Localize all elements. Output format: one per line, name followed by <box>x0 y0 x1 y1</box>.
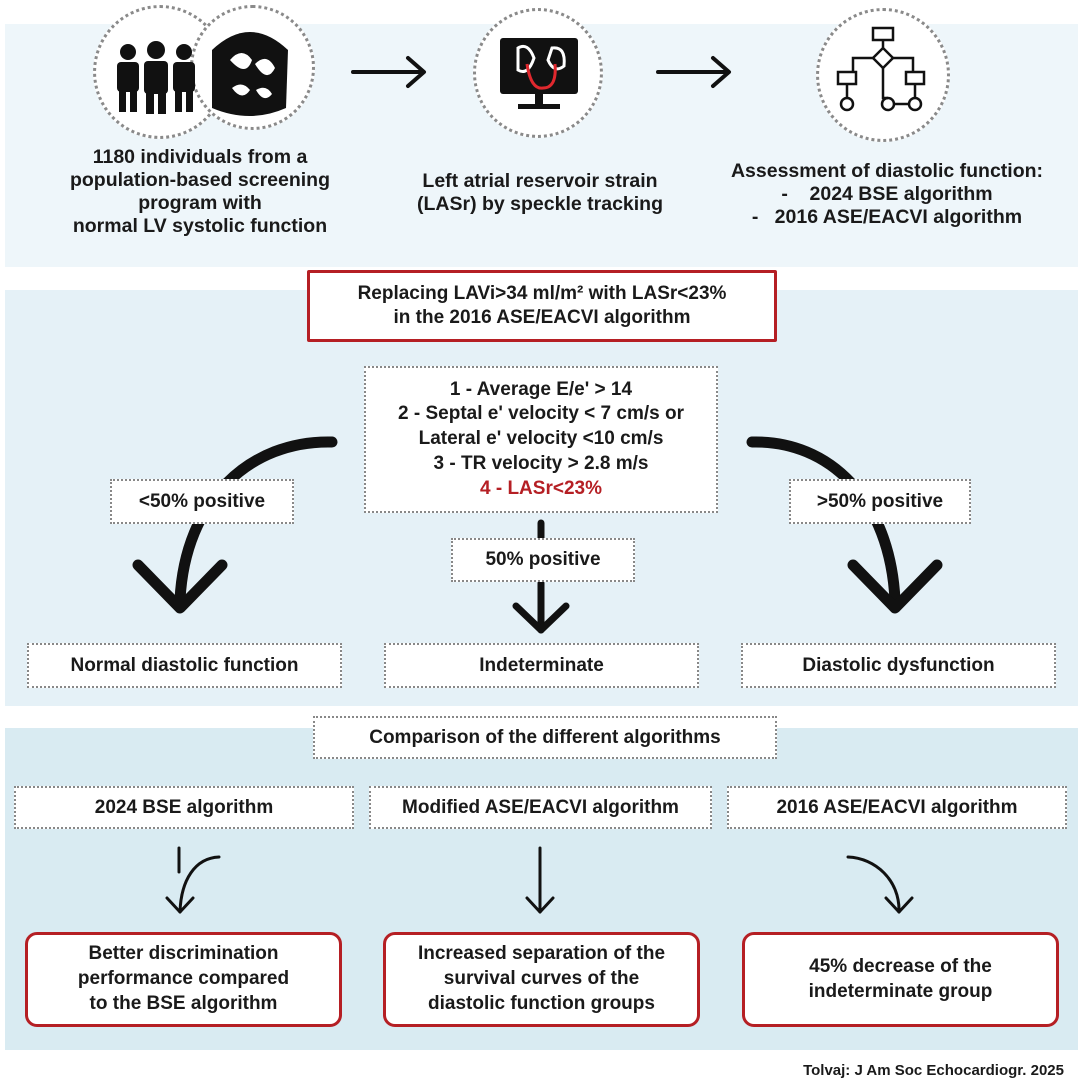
outcome-dysfunction: Diastolic dysfunction <box>741 643 1056 688</box>
outcome-normal: Normal diastolic function <box>27 643 342 688</box>
replacement-box: Replacing LAVi>34 ml/m² with LASr<23% in… <box>307 270 777 342</box>
comparison-title: Comparison of the different algorithms <box>313 716 777 759</box>
outcome-text: Diastolic dysfunction <box>802 654 995 676</box>
bullet: - <box>781 183 788 205</box>
result-line: Increased separation of the <box>417 943 666 965</box>
result-bse: Better discrimination performance compar… <box>25 932 342 1027</box>
assessment-text: Assessment of diastolic function: - 2024… <box>712 160 1062 229</box>
result-line: to the BSE algorithm <box>89 992 278 1014</box>
less-than-50-label: <50% positive <box>110 479 294 524</box>
algorithm-2016: 2016 ASE/EACVI algorithm <box>727 786 1067 829</box>
greater-than-50-label: >50% positive <box>789 479 971 524</box>
strain-monitor-icon-circle <box>473 8 603 138</box>
top-flow-arrows <box>351 56 731 88</box>
assessment-item: - 2016 ASE/EACVI algorithm <box>712 206 1062 229</box>
criterion-lasr: 4 - LASr<23% <box>480 477 602 499</box>
criterion: 3 - TR velocity > 2.8 m/s <box>433 452 649 474</box>
assessment-title: Assessment of diastolic function: <box>730 160 1044 182</box>
algorithm-text: Modified ASE/EACVI algorithm <box>402 796 679 818</box>
population-line: program with <box>138 192 262 214</box>
people-icon <box>117 41 195 114</box>
echo-sector-icon <box>212 32 288 116</box>
strain-line: (LASr) by speckle tracking <box>417 193 663 215</box>
result-line: indeterminate group <box>808 980 993 1002</box>
algorithm-text: 2016 ASE/EACVI algorithm <box>776 796 1018 818</box>
algorithm-text: 2024 BSE algorithm <box>94 796 274 818</box>
strain-line: Left atrial reservoir strain <box>422 170 658 192</box>
result-modified: Increased separation of the survival cur… <box>383 932 700 1027</box>
flowchart-icon <box>836 26 926 112</box>
monitor-icon <box>500 38 578 109</box>
result-line: performance compared <box>77 968 290 990</box>
strain-text: Left atrial reservoir strain (LASr) by s… <box>380 170 700 216</box>
assessment-item-label: 2024 BSE algorithm <box>809 183 993 205</box>
population-text: 1180 individuals from a population-based… <box>40 146 360 238</box>
center-arrow <box>512 519 570 634</box>
equal-50-label: 50% positive <box>451 538 635 582</box>
outcome-text: Indeterminate <box>479 654 604 676</box>
outcome-indeterminate: Indeterminate <box>384 643 699 688</box>
label-text: >50% positive <box>816 490 944 512</box>
criterion: Lateral e' velocity <10 cm/s <box>418 428 664 450</box>
citation: Tolvaj: J Am Soc Echocardiogr. 2025 <box>803 1062 1064 1079</box>
population-line: population-based screening <box>69 169 331 191</box>
assessment-item-label: 2016 ASE/EACVI algorithm <box>774 206 1023 228</box>
result-line: Better discrimination <box>88 943 279 965</box>
result-arrows <box>165 846 914 914</box>
replacement-line: Replacing LAVi>34 ml/m² with LASr<23% <box>357 283 727 305</box>
criteria-box: 1 - Average E/e' > 14 2 - Septal e' velo… <box>364 366 718 513</box>
result-line: survival curves of the <box>443 968 640 990</box>
population-line: 1180 individuals from a <box>92 146 308 168</box>
label-text: <50% positive <box>138 490 266 512</box>
algorithm-modified: Modified ASE/EACVI algorithm <box>369 786 712 829</box>
result-line: diastolic function groups <box>428 992 655 1014</box>
assessment-item: - 2024 BSE algorithm <box>712 183 1062 206</box>
label-text: 50% positive <box>485 549 601 570</box>
algorithm-bse: 2024 BSE algorithm <box>14 786 354 829</box>
bullet: - <box>751 206 759 228</box>
population-line: normal LV systolic function <box>72 215 328 237</box>
result-line: 45% decrease of the <box>809 955 992 977</box>
criterion: 2 - Septal e' velocity < 7 cm/s or <box>398 403 684 425</box>
result-2016: 45% decrease of the indeterminate group <box>742 932 1059 1027</box>
outcome-text: Normal diastolic function <box>70 654 299 676</box>
criterion: 1 - Average E/e' > 14 <box>449 378 633 400</box>
replacement-line: in the 2016 ASE/EACVI algorithm <box>393 307 691 328</box>
comparison-title-text: Comparison of the different algorithms <box>369 726 721 748</box>
